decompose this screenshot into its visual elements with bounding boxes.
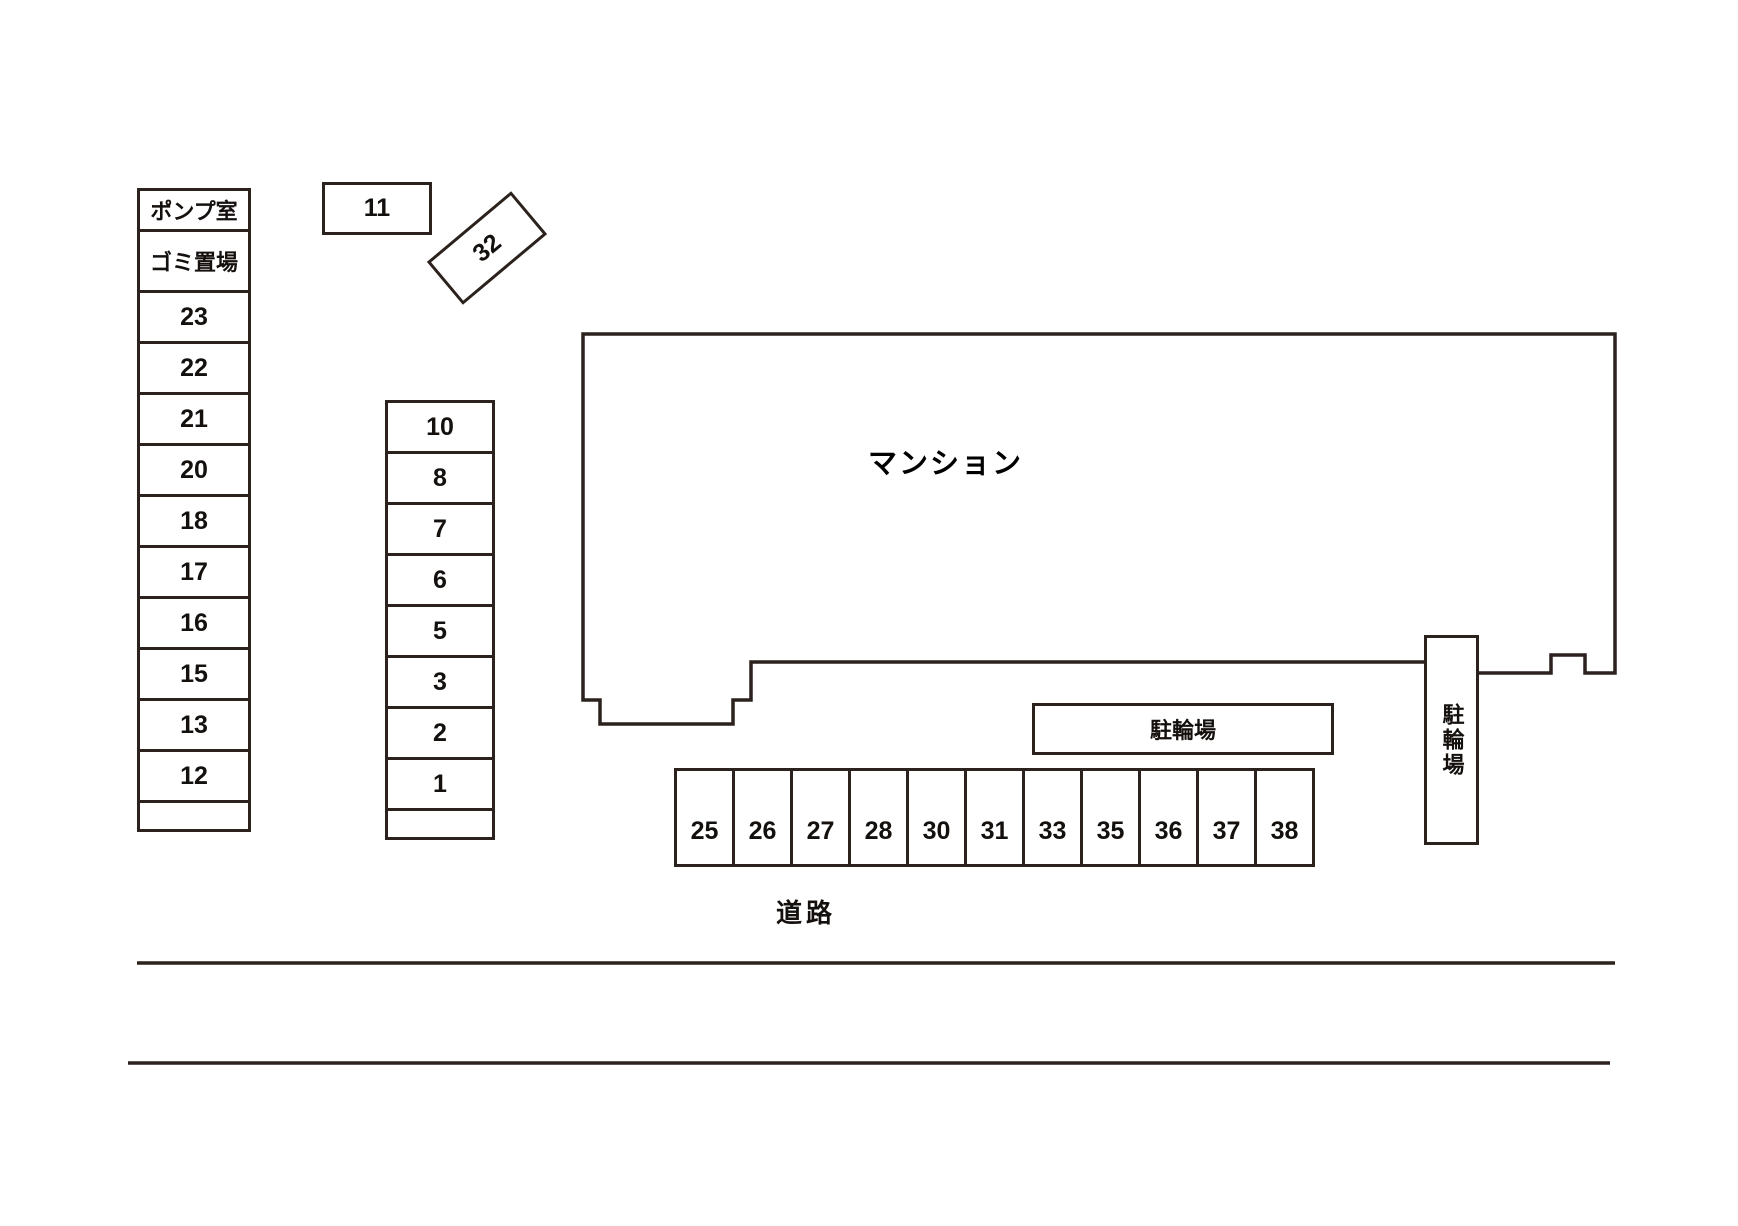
bottom-parking-row: 25 26 27 28 30 31 33 35 36 37 38 — [674, 768, 1315, 867]
stall-pump-room[interactable]: ポンプ室 — [137, 188, 251, 232]
stall-10[interactable]: 10 — [385, 400, 495, 454]
stall-2[interactable]: 2 — [385, 706, 495, 760]
stall-37[interactable]: 37 — [1196, 768, 1257, 867]
stall-1[interactable]: 1 — [385, 757, 495, 811]
stall-27[interactable]: 27 — [790, 768, 851, 867]
stall-empty-middle[interactable] — [385, 808, 495, 840]
stall-13[interactable]: 13 — [137, 698, 251, 752]
stall-11[interactable]: 11 — [322, 182, 432, 235]
stall-3[interactable]: 3 — [385, 655, 495, 709]
stall-36[interactable]: 36 — [1138, 768, 1199, 867]
stall-5[interactable]: 5 — [385, 604, 495, 658]
stall-empty-left[interactable] — [137, 800, 251, 832]
stall-garbage-area[interactable]: ゴミ置場 — [137, 229, 251, 293]
middle-parking-column: 10 8 7 6 5 3 2 1 — [385, 400, 495, 840]
bicycle-parking-vertical[interactable]: 駐輪場 — [1424, 635, 1479, 845]
stall-25[interactable]: 25 — [674, 768, 735, 867]
stall-18[interactable]: 18 — [137, 494, 251, 548]
stall-21[interactable]: 21 — [137, 392, 251, 446]
left-parking-column: ポンプ室 ゴミ置場 23 22 21 20 18 17 16 15 13 12 — [137, 188, 251, 832]
stall-15[interactable]: 15 — [137, 647, 251, 701]
stall-28[interactable]: 28 — [848, 768, 909, 867]
stall-33[interactable]: 33 — [1022, 768, 1083, 867]
stall-22[interactable]: 22 — [137, 341, 251, 395]
bicycle-parking-horizontal[interactable]: 駐輪場 — [1032, 703, 1334, 755]
stall-32[interactable]: 32 — [426, 191, 548, 305]
stall-38[interactable]: 38 — [1254, 768, 1315, 867]
stall-17[interactable]: 17 — [137, 545, 251, 599]
stall-7[interactable]: 7 — [385, 502, 495, 556]
stall-16[interactable]: 16 — [137, 596, 251, 650]
road-label: 道路 — [776, 898, 837, 928]
stall-20[interactable]: 20 — [137, 443, 251, 497]
mansion-label: マンション — [868, 448, 1024, 480]
stall-12[interactable]: 12 — [137, 749, 251, 803]
stall-23[interactable]: 23 — [137, 290, 251, 344]
stall-32-wrapper: 32 — [424, 191, 548, 305]
stall-31[interactable]: 31 — [964, 768, 1025, 867]
stall-8[interactable]: 8 — [385, 451, 495, 505]
stall-35[interactable]: 35 — [1080, 768, 1141, 867]
stall-26[interactable]: 26 — [732, 768, 793, 867]
stall-30[interactable]: 30 — [906, 768, 967, 867]
stall-6[interactable]: 6 — [385, 553, 495, 607]
